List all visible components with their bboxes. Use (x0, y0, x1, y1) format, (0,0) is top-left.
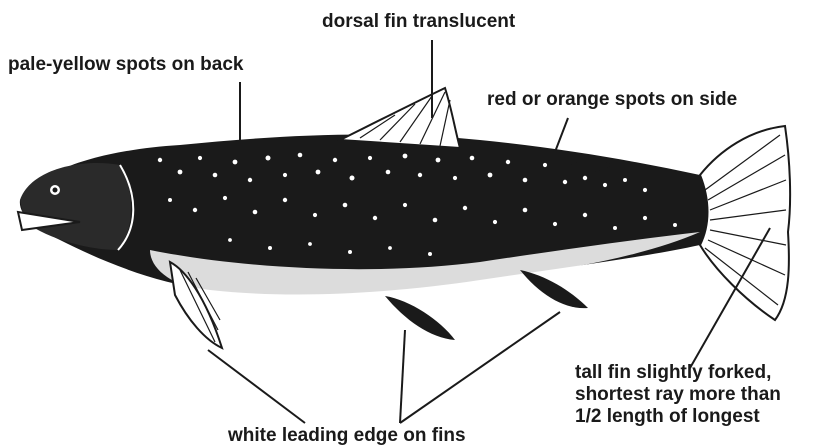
tail-fin-label-line3: 1/2 length of longest (575, 406, 781, 428)
tail-fin-label-line1: tall fin slightly forked, (575, 362, 781, 384)
tail-fin-label: tall fin slightly forked, shortest ray m… (575, 362, 781, 428)
tail-fin-label-line2: shortest ray more than (575, 384, 781, 406)
leading-edge-label: white leading edge on fins (228, 425, 466, 447)
fish-pupil (53, 188, 58, 193)
leader-pelvic (400, 330, 405, 423)
anal-fin (520, 270, 588, 308)
fish-head (20, 163, 131, 250)
side-spots-label: red or orange spots on side (487, 89, 737, 111)
dorsal-fin-label: dorsal fin translucent (322, 11, 515, 33)
pelvic-fin (385, 296, 455, 340)
tail-fin (700, 126, 790, 320)
back-spots-label: pale-yellow spots on back (8, 54, 243, 76)
leader-pectoral (208, 350, 305, 423)
